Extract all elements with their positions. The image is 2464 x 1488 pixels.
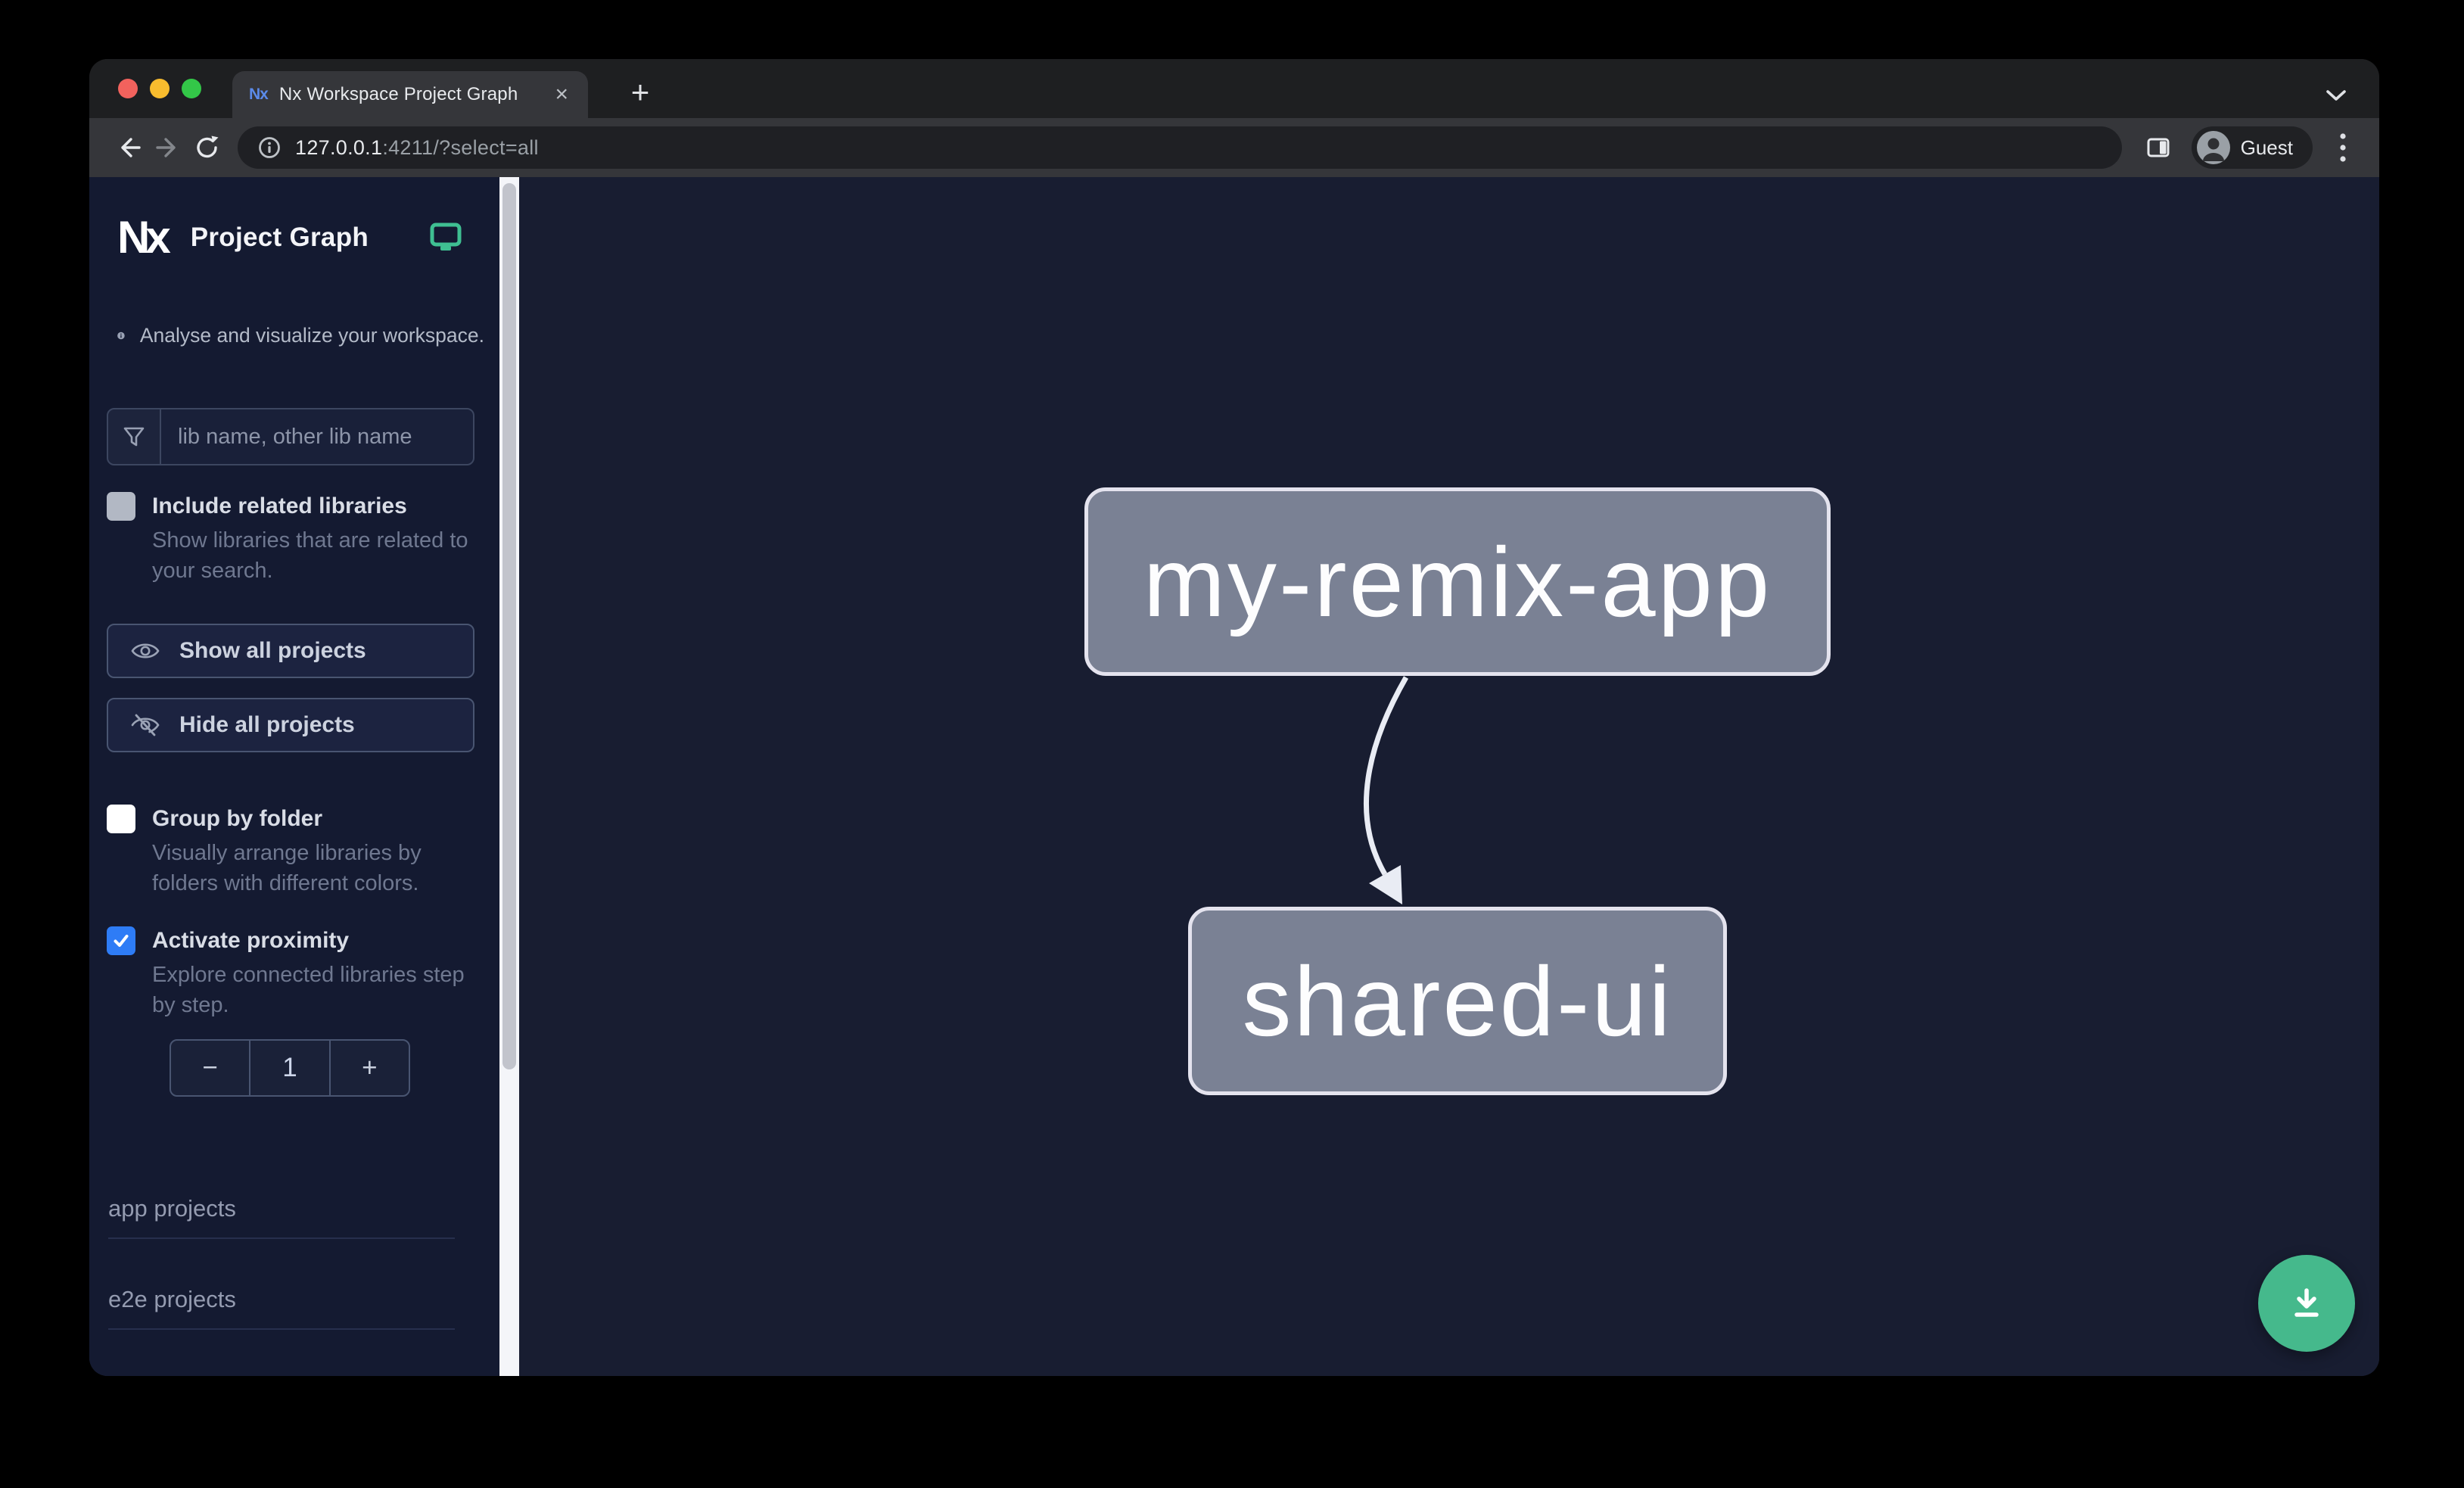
- option-include-related: Include related libraries Show libraries…: [107, 491, 474, 586]
- sidebar-header: Nx Project Graph: [117, 215, 478, 260]
- zoom-button[interactable]: [182, 79, 201, 98]
- option-activate-proximity: Activate proximity Explore connected lib…: [107, 926, 474, 1020]
- activate-proximity-description: Explore connected libraries step by step…: [152, 960, 474, 1020]
- page-content: Nx Project Graph Analyse and visualize y…: [89, 177, 2379, 1376]
- desc-line: Visually arrange libraries by: [152, 841, 422, 865]
- desc-line: by step.: [152, 993, 229, 1017]
- show-all-projects-label: Show all projects: [179, 638, 366, 663]
- include-related-checkbox[interactable]: [107, 492, 135, 521]
- close-button[interactable]: [118, 79, 138, 98]
- eye-off-icon: [131, 714, 160, 736]
- hide-all-projects-button[interactable]: Hide all projects: [107, 698, 474, 752]
- eye-icon: [131, 643, 160, 658]
- activate-proximity-checkbox[interactable]: [107, 926, 135, 955]
- node-label: shared-ui: [1242, 945, 1673, 1057]
- hide-all-projects-label: Hide all projects: [179, 712, 355, 737]
- edge-arrowhead: [1369, 865, 1402, 904]
- new-tab-button[interactable]: +: [630, 74, 650, 110]
- group-by-folder-checkbox[interactable]: [107, 805, 135, 833]
- profile-button[interactable]: Guest: [2191, 126, 2313, 169]
- url-text: 127.0.0.1:4211/?select=all: [295, 136, 539, 160]
- section-app-projects[interactable]: app projects: [108, 1195, 455, 1239]
- show-all-projects-button[interactable]: Show all projects: [107, 624, 474, 678]
- edge-my-remix-app-to-shared-ui: [1364, 676, 1409, 904]
- url-path: :4211/?select=all: [382, 135, 539, 159]
- include-related-label: Include related libraries: [152, 493, 407, 518]
- proximity-depth-value: 1: [249, 1041, 328, 1095]
- site-info-icon[interactable]: [257, 135, 282, 160]
- checkmark-icon: [114, 935, 129, 947]
- desc-line: Explore connected libraries step: [152, 963, 465, 987]
- nx-favicon-icon: Nx: [249, 86, 269, 103]
- tab-nx-workspace[interactable]: Nx Nx Workspace Project Graph ×: [232, 71, 588, 118]
- info-icon: [117, 332, 125, 340]
- side-panel-icon[interactable]: [2139, 128, 2178, 167]
- tab-search-chevron-icon[interactable]: [2325, 89, 2347, 106]
- tab-title: Nx Workspace Project Graph: [278, 84, 518, 104]
- decrement-button[interactable]: −: [202, 1053, 218, 1082]
- download-icon: [2294, 1288, 2319, 1317]
- tagline-text: Analyse and visualize your workspace.: [139, 324, 484, 347]
- scrollbar-thumb[interactable]: [502, 183, 516, 1069]
- browser-toolbar: 127.0.0.1:4211/?select=all Guest: [89, 118, 2379, 177]
- group-by-folder-label: Group by folder: [152, 806, 322, 831]
- desc-line: folders with different colors.: [152, 871, 419, 895]
- download-graph-button[interactable]: [2258, 1255, 2355, 1352]
- include-related-description: Show libraries that are related to your …: [152, 525, 474, 586]
- address-bar[interactable]: 127.0.0.1:4211/?select=all: [238, 126, 2122, 169]
- filter-box: [107, 408, 474, 465]
- proximity-stepper: − 1 +: [170, 1039, 410, 1097]
- avatar: [2196, 131, 2230, 164]
- node-my-remix-app[interactable]: my-remix-app: [1084, 487, 1831, 676]
- forward-icon[interactable]: [148, 128, 188, 167]
- node-label: my-remix-app: [1143, 526, 1772, 637]
- browser-window: Nx Nx Workspace Project Graph × +: [89, 59, 2379, 1376]
- reload-icon[interactable]: [188, 128, 227, 167]
- filter-funnel-icon: [108, 409, 161, 464]
- window-controls: [118, 59, 201, 118]
- increment-button[interactable]: +: [328, 1041, 409, 1095]
- tab-close-icon[interactable]: ×: [555, 82, 568, 107]
- section-e2e-projects[interactable]: e2e projects: [108, 1286, 455, 1330]
- activate-proximity-label: Activate proximity: [152, 928, 350, 953]
- nx-logo: Nx: [117, 212, 171, 263]
- graph-canvas[interactable]: my-remix-app shared-ui: [519, 177, 2379, 1376]
- page-title: Project Graph: [190, 223, 369, 252]
- option-group-by-folder: Group by folder Visually arrange librari…: [107, 804, 474, 898]
- profile-label: Guest: [2240, 135, 2293, 159]
- node-shared-ui[interactable]: shared-ui: [1188, 907, 1727, 1095]
- menu-kebab-icon[interactable]: [2326, 128, 2360, 167]
- group-by-folder-description: Visually arrange libraries by folders wi…: [152, 838, 474, 898]
- desc-line: Show libraries that are related to: [152, 528, 468, 553]
- tagline-row: Analyse and visualize your workspace.: [117, 324, 484, 347]
- desc-line: your search.: [152, 559, 273, 583]
- url-host: 127.0.0.1: [295, 135, 383, 159]
- tab-strip: Nx Nx Workspace Project Graph × +: [89, 59, 2379, 118]
- back-icon[interactable]: [109, 128, 148, 167]
- filter-input[interactable]: [161, 409, 473, 464]
- rankdir-monitor-icon[interactable]: [430, 223, 462, 253]
- sidebar-scrollbar[interactable]: [499, 177, 519, 1376]
- sidebar: Nx Project Graph Analyse and visualize y…: [89, 177, 499, 1376]
- minimize-button[interactable]: [150, 79, 170, 98]
